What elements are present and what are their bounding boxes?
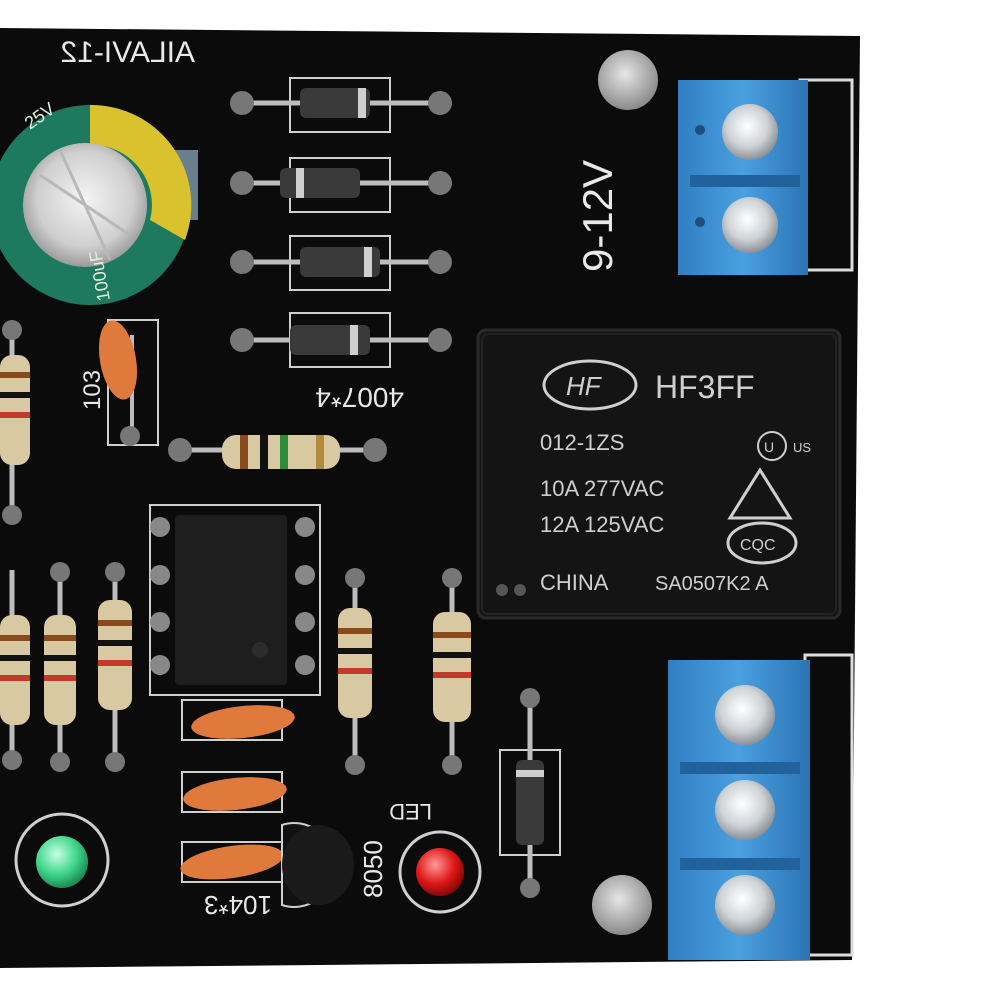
ceramic-capacitor-103: 103 bbox=[79, 319, 159, 446]
capacitor-103-label: 103 bbox=[79, 370, 106, 410]
relay-origin: CHINA bbox=[540, 570, 609, 595]
relay-output-terminal-block bbox=[668, 653, 854, 960]
relay-rating-1: 10A 277VAC bbox=[540, 476, 664, 501]
resistor bbox=[338, 568, 372, 775]
relay: HF HF3FF 012-1ZS U US 10A 277VAC 12A 125… bbox=[476, 328, 842, 620]
resistor bbox=[168, 435, 387, 469]
ul-certification-icon: U US bbox=[757, 431, 811, 461]
ul-us-label: US bbox=[793, 440, 811, 455]
cqc-certification-icon: CQC bbox=[726, 521, 798, 565]
diode bbox=[230, 77, 452, 133]
resistor bbox=[0, 570, 30, 770]
transistor-8050: 8050 bbox=[281, 822, 388, 908]
diode-array: 4007*4 bbox=[230, 77, 452, 413]
svg-text:HF: HF bbox=[566, 371, 603, 401]
led-label: LED bbox=[389, 799, 432, 824]
diodes-label: 4007*4 bbox=[315, 382, 404, 413]
relay-logo-icon: HF bbox=[542, 359, 638, 411]
ceramic-capacitor-bank: 104*3 bbox=[180, 699, 295, 920]
svg-text:U: U bbox=[764, 439, 774, 455]
relay-rating-2: 12A 125VAC bbox=[540, 512, 664, 537]
relay-model: 012-1ZS bbox=[540, 430, 624, 455]
diode bbox=[230, 312, 452, 368]
tuv-triangle-icon bbox=[727, 467, 793, 520]
mounting-hole bbox=[592, 875, 652, 935]
transistor-label: 8050 bbox=[358, 840, 388, 898]
diode bbox=[230, 235, 452, 291]
resistor bbox=[98, 562, 132, 772]
resistor bbox=[433, 568, 471, 775]
resistor bbox=[44, 562, 76, 772]
terminal-screw[interactable] bbox=[722, 197, 778, 253]
resistor bbox=[0, 320, 30, 525]
relay-code: SA0507K2 A bbox=[655, 573, 769, 595]
power-terminal-block bbox=[678, 78, 854, 275]
capacitor-bank-label: 104*3 bbox=[204, 890, 272, 920]
power-input-label: 9-12V bbox=[574, 160, 621, 272]
relay-brand: HF3FF bbox=[655, 369, 755, 405]
cqc-label: CQC bbox=[740, 537, 776, 554]
terminal-screw[interactable] bbox=[722, 104, 778, 160]
terminal-screw[interactable] bbox=[715, 685, 775, 745]
board-label-top: AILAVI-12 bbox=[60, 36, 195, 69]
electrolytic-capacitor: 25V 100uF bbox=[0, 99, 198, 305]
terminal-screw[interactable] bbox=[715, 875, 775, 935]
red-led: LED bbox=[389, 799, 482, 914]
mounting-hole bbox=[598, 50, 658, 110]
green-led bbox=[14, 812, 110, 908]
terminal-screw[interactable] bbox=[715, 780, 775, 840]
ic-chip bbox=[149, 504, 321, 696]
diode bbox=[230, 157, 452, 213]
diode bbox=[499, 688, 561, 898]
